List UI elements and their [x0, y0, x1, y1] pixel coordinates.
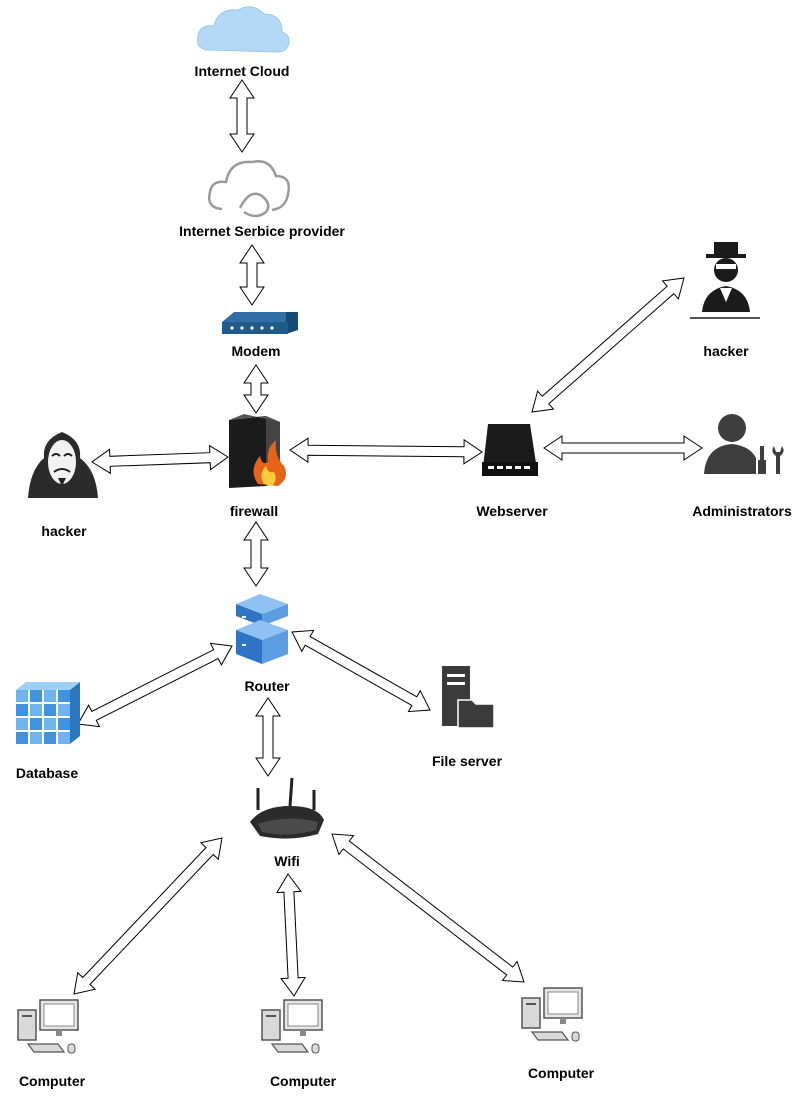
computer-icon — [261, 999, 323, 1054]
anonymous-mask-icon — [28, 432, 98, 498]
connector-webserver-administrators — [543, 435, 703, 461]
database-label: Database — [15, 765, 79, 781]
isp-label: Internet Serbice provider — [179, 223, 345, 239]
router-icon — [236, 594, 288, 664]
internet-cloud-label: Internet Cloud — [194, 63, 290, 79]
modem-label: Modem — [231, 343, 281, 359]
hacker-right-label: hacker — [703, 343, 749, 359]
computer-label: Computer — [18, 1073, 86, 1089]
connector-layer — [73, 79, 703, 997]
router-label: Router — [244, 678, 290, 694]
webserver-label: Webserver — [476, 503, 548, 519]
file-server-icon — [442, 666, 495, 729]
connector-wifi-computer-1 — [73, 837, 223, 995]
connector-webserver-hacker-right — [531, 277, 685, 413]
hacker-left-label: hacker — [41, 523, 87, 539]
wifi-router-icon — [250, 777, 324, 839]
connector-firewall-webserver — [289, 437, 483, 465]
connector-hacker-left-firewall — [91, 444, 229, 475]
server-icon — [482, 424, 538, 476]
connector-router-file-server — [291, 629, 431, 713]
firewall-icon — [229, 414, 286, 488]
spy-icon — [690, 242, 760, 319]
connector-router-database — [77, 642, 233, 728]
computer-label: Computer — [527, 1065, 595, 1081]
file-server-label: File server — [431, 753, 503, 769]
connector-modem-firewall — [243, 364, 269, 414]
connector-firewall-router — [243, 521, 269, 587]
cloud-outline-icon — [208, 160, 290, 218]
connector-internet-cloud-isp — [229, 79, 255, 153]
connector-isp-modem — [239, 244, 265, 306]
modem-icon — [222, 312, 298, 334]
computer-icon — [17, 999, 79, 1054]
cloud-icon — [197, 6, 290, 53]
admin-tools-icon — [704, 414, 784, 474]
connector-router-wifi — [255, 697, 281, 777]
wifi-label: Wifi — [274, 853, 300, 869]
connector-wifi-computer-3 — [331, 833, 525, 983]
computer-label: Computer — [269, 1073, 337, 1089]
connector-wifi-computer-2 — [275, 873, 307, 997]
computer-icon — [521, 987, 583, 1042]
firewall-label: firewall — [229, 503, 279, 519]
administrators-label: Administrators — [692, 503, 792, 519]
database-cube-icon — [16, 682, 80, 744]
